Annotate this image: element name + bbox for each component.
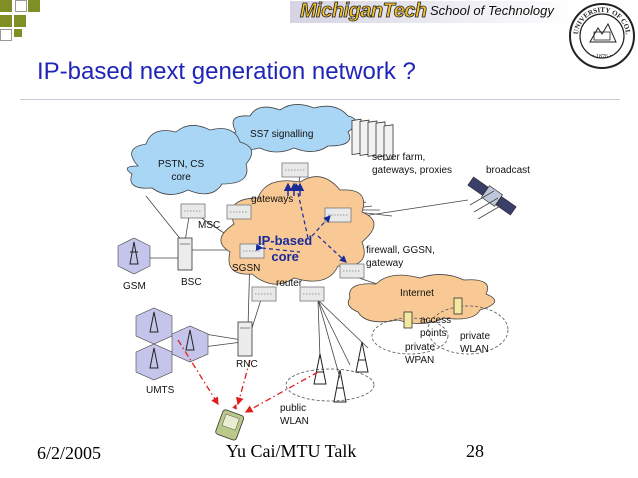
bsc-label: BSC	[181, 277, 202, 288]
decor-square	[0, 29, 12, 41]
server-farm-label: server farm, gateways, proxies	[372, 152, 453, 176]
decor-square	[28, 0, 40, 12]
server-farm-icons	[351, 118, 394, 161]
michigan-tech-logo: MichiganTech	[300, 0, 428, 22]
access-point-icon	[453, 297, 463, 315]
ss7-label: SS7 signalling	[250, 129, 314, 140]
gsm-label: GSM	[123, 281, 146, 292]
decor-square	[0, 15, 12, 27]
pstn-cloud	[126, 125, 253, 195]
access-points-label: access points	[420, 315, 452, 339]
decor-square	[14, 29, 22, 37]
rnc-icon	[237, 321, 253, 357]
footer-talk: Yu Cai/MTU Talk	[226, 441, 357, 461]
decor-square	[0, 0, 12, 12]
access-point-icon	[403, 311, 413, 329]
decor-square	[15, 0, 27, 12]
gsm-cell	[117, 237, 151, 275]
broadcast-label: broadcast	[486, 165, 530, 176]
gateways-label: gateways	[251, 194, 294, 205]
mobile-device-icon	[215, 403, 244, 441]
public-wlan-label: public WLAN	[280, 403, 309, 427]
university-seal-icon: UNIVERSITY OF COLORADO • 1876 •	[568, 2, 635, 69]
router-label: router	[276, 278, 303, 289]
firewall-label: firewall, GGSN, gateway	[366, 245, 435, 269]
footer-date: 6/2/2005	[37, 443, 102, 463]
umts-label: UMTS	[146, 385, 175, 396]
rnc-label: RNC	[236, 359, 258, 370]
page-title: IP-based next generation network ?	[37, 58, 416, 85]
pstn-label: PSTN, CS core	[158, 159, 205, 183]
svg-text:• 1876 •: • 1876 •	[592, 54, 611, 60]
satellite-icon	[467, 176, 517, 216]
decor-square	[14, 15, 26, 27]
school-name: School of Technology	[430, 3, 554, 18]
wlan-tower-icons	[313, 341, 369, 403]
sgsn-label: SGSN	[232, 263, 261, 274]
header-banner	[290, 1, 578, 23]
umts-cells	[135, 307, 209, 381]
private-wlan-label: private WLAN	[460, 331, 491, 355]
footer-page-number: 28	[466, 441, 484, 461]
ip-core-label: IP-based core	[258, 233, 313, 264]
title-divider	[20, 99, 620, 100]
private-wpan-label: private WPAN	[405, 342, 436, 366]
internet-label: Internet	[400, 288, 434, 299]
bsc-icon	[177, 237, 193, 271]
msc-label: MSC	[198, 220, 221, 231]
